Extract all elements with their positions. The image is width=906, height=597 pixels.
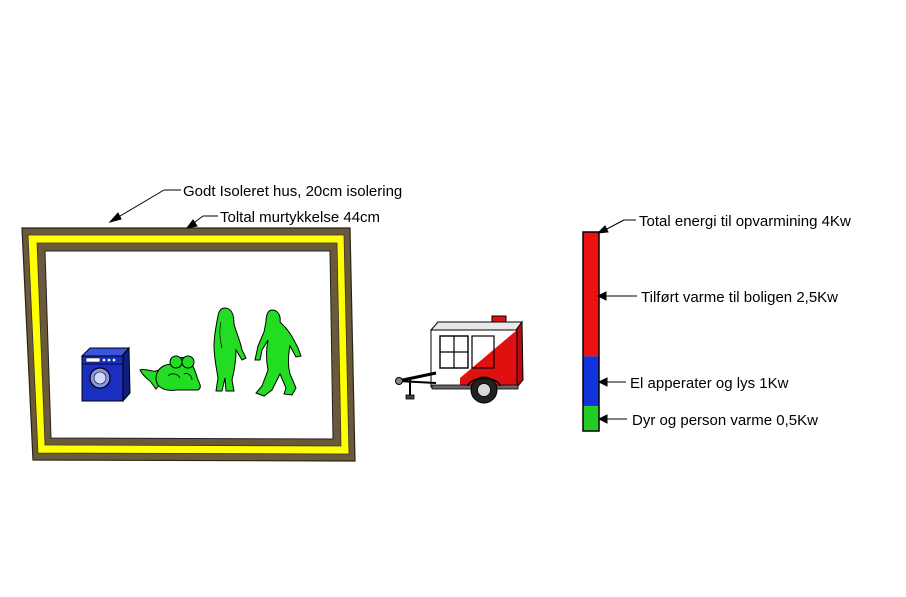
energy-bar-segment-2 <box>583 356 599 407</box>
label-wall-thickness: Toltal murtykkelse 44cm <box>220 209 380 226</box>
leader-house-insulation <box>108 189 181 223</box>
walking-man-icon <box>254 309 302 397</box>
heater-trailer-icon <box>395 315 524 404</box>
label-body-heat: Dyr og person varme 0,5Kw <box>632 412 818 429</box>
leader-lines <box>108 189 637 424</box>
washing-machine-icon <box>80 346 131 403</box>
leader-wall-thickness <box>185 215 218 229</box>
leader-body-heat <box>597 414 627 424</box>
label-total-energy: Total energi til opvarmining 4Kw <box>639 213 851 230</box>
leader-total-energy <box>596 219 636 234</box>
energy-bar-segment-1 <box>583 232 599 357</box>
standing-woman-icon <box>213 307 247 392</box>
energy-bar-outline <box>582 231 600 432</box>
label-appliances: El apperater og lys 1Kw <box>630 375 789 392</box>
leader-supplied-heat <box>596 291 637 301</box>
energy-bar <box>582 231 600 432</box>
house <box>21 227 356 462</box>
energy-bar-segment-3 <box>583 406 599 431</box>
leader-appliances <box>597 377 626 387</box>
crawling-child-icon <box>155 355 201 391</box>
label-house-insulation: Godt Isoleret hus, 20cm isolering <box>183 183 402 200</box>
label-supplied-heat: Tilført varme til boligen 2,5Kw <box>641 289 838 306</box>
